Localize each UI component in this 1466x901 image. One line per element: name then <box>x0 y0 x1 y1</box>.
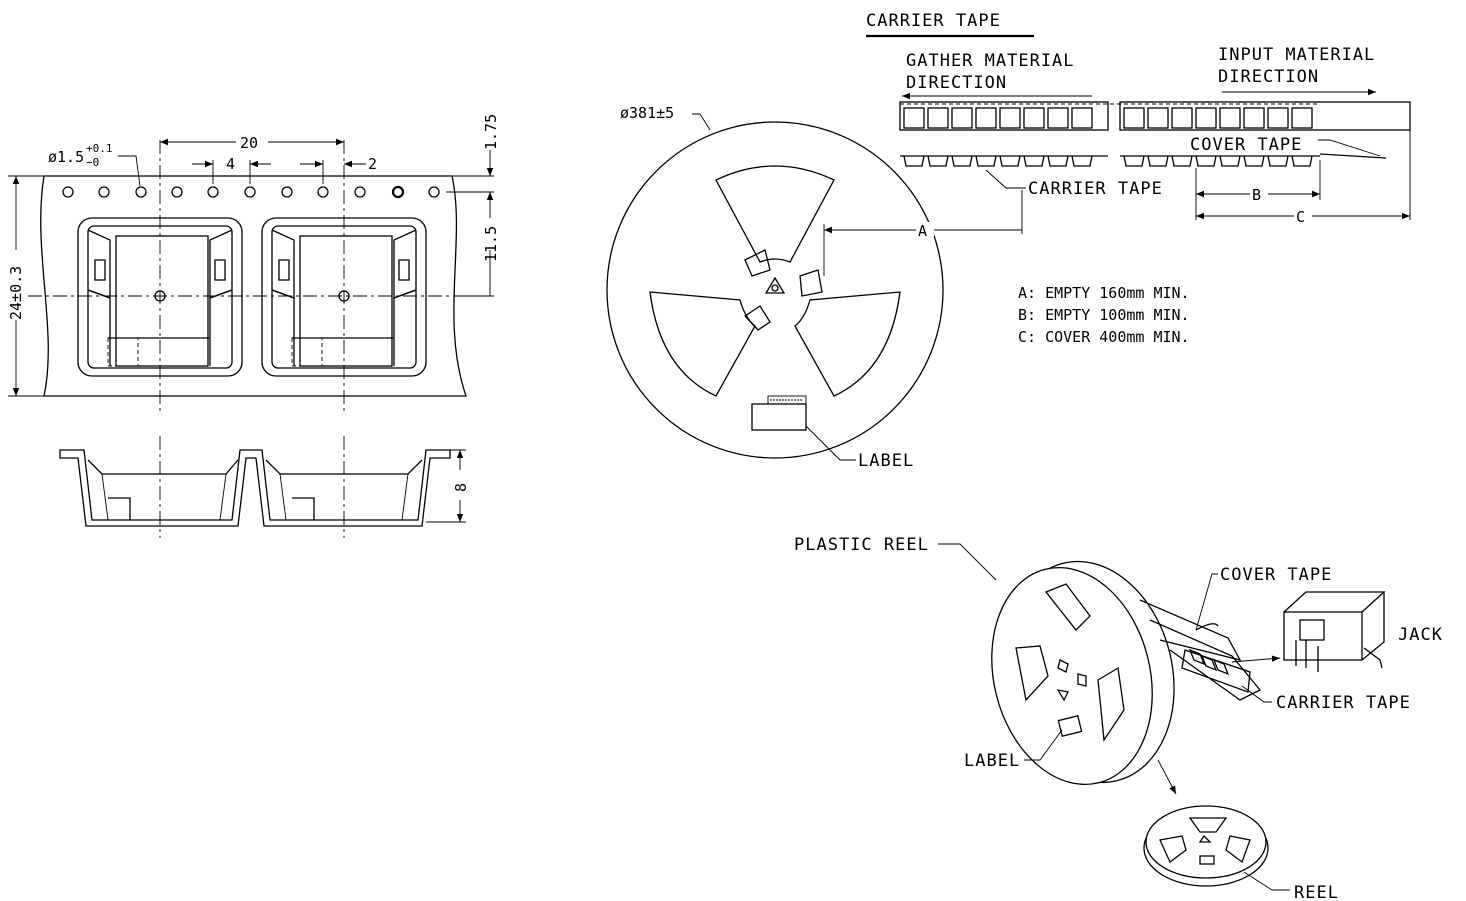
reel-front-view: LABEL ø381±5 A <box>606 104 1023 471</box>
dim-width: 24±0.3 <box>7 266 25 320</box>
note-b: B: EMPTY 100mm MIN. <box>1018 306 1190 324</box>
sprocket-holes <box>62 185 440 199</box>
reel-diameter: ø381±5 <box>620 104 674 122</box>
iso-view: PLASTIC REEL COVER TAPE JACK CARRIER TAP… <box>794 535 1443 901</box>
input-line1: INPUT MATERIAL <box>1218 45 1375 65</box>
iso-reel: REEL <box>1294 883 1339 901</box>
carrier-tape-side: CARRIER TAPE <box>1028 179 1163 199</box>
iso-plastic-reel: PLASTIC REEL <box>794 535 929 555</box>
dim-hole-dia: ø1.5 <box>48 148 84 166</box>
dim-pitch: 20 <box>240 134 258 152</box>
tape-side-view: 8 <box>59 436 470 538</box>
tape-top-view: 20 4 2 ø1.5 +0.1 −0 1.75 11.5 24±0.3 <box>7 114 500 412</box>
carrier-tape-section: CARRIER TAPE GATHER MATERIAL DIRECTION I… <box>866 11 1411 226</box>
tape-pockets-top <box>903 107 1313 129</box>
dim-hole-tol-plus: +0.1 <box>86 142 113 155</box>
iso-label: LABEL <box>964 751 1020 771</box>
iso-jack: JACK <box>1398 625 1443 645</box>
reel-label-callout: LABEL <box>858 451 914 471</box>
dim-center: 11.5 <box>482 226 500 262</box>
gather-line1: GATHER MATERIAL <box>906 51 1075 71</box>
iso-cover-tape: COVER TAPE <box>1220 565 1332 585</box>
dim-hole-tol-minus: −0 <box>86 156 99 169</box>
dim-b: B <box>1252 186 1261 204</box>
gather-line2: DIRECTION <box>906 73 1007 93</box>
carrier-tape-title: CARRIER TAPE <box>866 11 1001 31</box>
notes: A: EMPTY 160mm MIN. B: EMPTY 100mm MIN. … <box>1018 284 1190 346</box>
input-line2: DIRECTION <box>1218 67 1319 87</box>
iso-carrier-tape: CARRIER TAPE <box>1276 693 1411 713</box>
cover-tape-top: COVER TAPE <box>1190 135 1302 155</box>
note-a: A: EMPTY 160mm MIN. <box>1018 284 1190 302</box>
dim-a: A <box>918 222 927 240</box>
dim-depth: 8 <box>452 483 470 492</box>
dim-offset: 2 <box>368 155 377 173</box>
note-c: C: COVER 400mm MIN. <box>1018 328 1190 346</box>
dim-c: C <box>1296 208 1305 226</box>
dim-edge: 1.75 <box>482 114 500 150</box>
dim-hole-pitch: 4 <box>226 155 235 173</box>
